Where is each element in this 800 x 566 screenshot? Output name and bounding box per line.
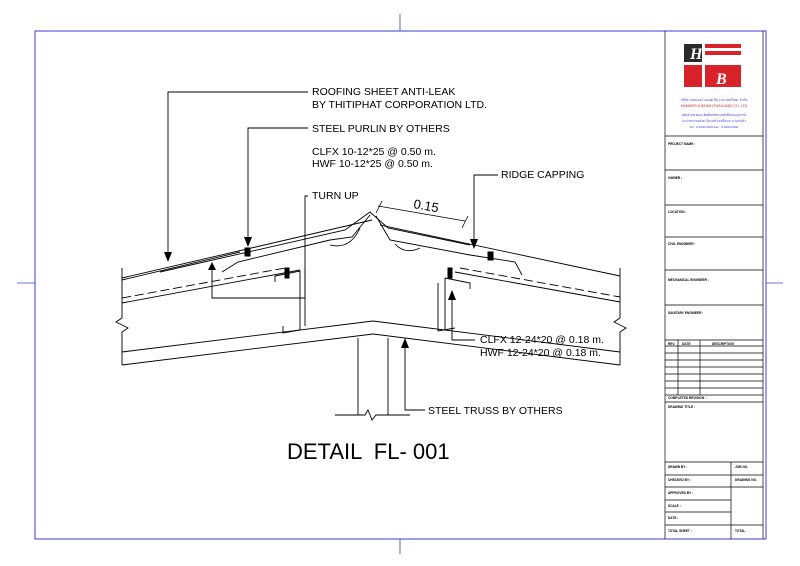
- field-job-no: JOB NO.: [735, 465, 748, 469]
- label-screw-top-2: HWF 10-12*25 @ 0.50 m.: [312, 158, 433, 170]
- field-civil-engineer: CIVIL ENGINEER :: [668, 242, 696, 246]
- title-block: [664, 31, 764, 539]
- field-drawing-no: DRAWING NO.: [735, 478, 757, 482]
- logo-letter-h: H: [689, 46, 703, 63]
- label-steel-truss: STEEL TRUSS BY OTHERS: [428, 405, 563, 417]
- field-location: LOCATION :: [668, 210, 686, 214]
- label-screw-bottom-2: HWF 12-24*20 @ 0.18 m.: [480, 347, 601, 359]
- detail-title: DETAIL FL- 001: [287, 439, 450, 464]
- center-marks: [17, 14, 783, 554]
- field-drawn-by: DRAWN BY :: [668, 465, 687, 469]
- leader-arrows: [164, 237, 478, 348]
- field-sanitary-engineer: SANITARY ENGINEER :: [668, 311, 703, 315]
- company-phone: Tel : 0-0000-0000 Fax : 0-0000-0000: [690, 125, 739, 129]
- label-roofing-sheet-1: ROOFING SHEET ANTI-LEAK: [312, 86, 455, 98]
- company-name-en: HAMMER & BEAM (THAILAND) CO.,LTD: [681, 104, 748, 108]
- field-approved-by: APPROVED BY :: [668, 491, 693, 495]
- field-mechanical-engineer: MECHANICAL ENGINEER :: [668, 278, 709, 282]
- company-name-th: บริษัท แฮมเมอร์ แอนด์ บีม (ประเทศไทย) จำ…: [681, 97, 748, 102]
- field-rev-description: DESCRIPTION: [712, 342, 734, 346]
- field-date: DATE :: [668, 516, 678, 520]
- field-rev-date: DATE: [682, 342, 690, 346]
- label-steel-purlin: STEEL PURLIN BY OTHERS: [312, 123, 450, 135]
- label-ridge-capping: RIDGE CAPPING: [501, 169, 584, 181]
- field-scale: SCALE :: [668, 504, 681, 508]
- label-turn-up: TURN UP: [312, 190, 359, 202]
- label-roofing-sheet-2: BY THITIPHAT CORPORATION LTD.: [312, 99, 487, 111]
- company-logo: H B: [684, 44, 741, 88]
- label-screw-bottom-1: CLFX 12-24*20 @ 0.18 m.: [480, 334, 604, 346]
- company-address-2: ประเภทงานหลังคาโครงสร้างเหล็กและระบบกันร…: [682, 117, 746, 123]
- roof-detail: [115, 211, 627, 421]
- fasteners: [244, 247, 494, 279]
- field-rev-no: REV.: [668, 342, 675, 346]
- field-checked-by: CHECKED BY :: [668, 478, 691, 482]
- field-total: TOTAL: [735, 529, 745, 533]
- field-total-sheet: TOTAL SHEET :: [668, 529, 692, 533]
- field-owner: OWNER :: [668, 176, 682, 180]
- field-completed-revision: COMPLETED REVISION :: [668, 396, 706, 400]
- sheet-border: [34, 30, 767, 540]
- logo-letter-b: B: [715, 71, 727, 88]
- leader-lines: [167, 91, 498, 411]
- dimension-label: 0.15: [412, 196, 440, 215]
- field-project-name: PROJECT NAME :: [668, 142, 695, 146]
- company-address-1: ผลิตจำหน่ายและติดตั้งหลังคาเมทัลชีทและอุ…: [682, 112, 746, 118]
- label-screw-top-1: CLFX 10-12*25 @ 0.50 m.: [312, 146, 436, 158]
- field-drawing-title: DRAWING TITLE :: [668, 405, 695, 409]
- dimension-ridge: [375, 200, 469, 229]
